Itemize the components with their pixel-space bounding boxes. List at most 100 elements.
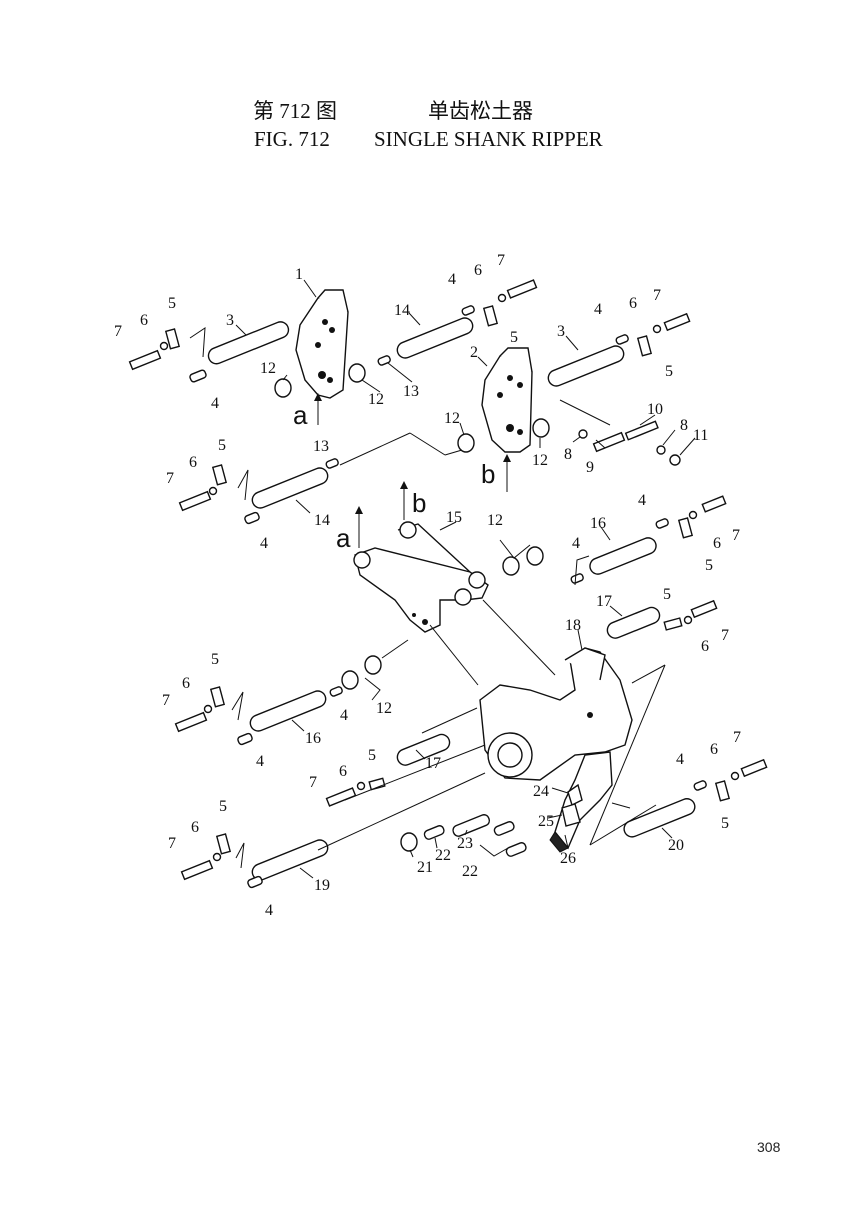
callout-15: 15 [446,509,462,526]
callout-7: 7 [166,470,174,487]
callout-5: 5 [219,798,227,815]
callout-6: 6 [710,741,718,758]
callout-12: 12 [260,360,276,377]
callout-6: 6 [191,819,199,836]
pin-17-left [396,733,451,766]
callout-7: 7 [653,287,661,304]
callout-5: 5 [705,557,713,574]
callout-11: 11 [693,427,708,444]
pin-3-left [207,321,290,365]
bracket-1 [295,289,349,399]
callout-numbers: 1 2 3 3 4 4 4 4 4 4 4 4 4 4 5 5 5 5 5 5 … [114,252,741,919]
callout-5: 5 [218,437,226,454]
callout-7: 7 [733,729,741,746]
callout-16: 16 [590,515,606,532]
figure-title-cn: 单齿松土器 [428,99,533,123]
callout-24: 24 [533,783,549,800]
callout-17: 17 [425,755,441,772]
callout-1: 1 [295,266,303,283]
small-hardware [128,279,768,889]
callout-5: 5 [510,329,518,346]
callout-8: 8 [680,417,688,434]
view-marker-b-top: b [481,459,495,489]
callout-22: 22 [435,847,451,864]
callout-5: 5 [663,586,671,603]
callout-6: 6 [701,638,709,655]
callout-4: 4 [676,751,684,768]
callout-5: 5 [665,363,673,380]
callout-4: 4 [572,535,580,552]
callout-4: 4 [265,902,273,919]
callout-5: 5 [721,815,729,832]
callout-7: 7 [497,252,505,269]
callout-18: 18 [565,617,581,634]
figure-number-cn: 第 712 图 [253,99,337,123]
figure-title-en: SINGLE SHANK RIPPER [374,127,603,151]
callout-4: 4 [340,707,348,724]
callout-6: 6 [182,675,190,692]
callout-3-right: 3 [557,323,565,340]
callout-17: 17 [596,593,612,610]
callout-4: 4 [256,753,264,770]
callout-14: 14 [394,302,410,319]
pin-14-top [396,317,474,359]
callout-6: 6 [474,262,482,279]
callout-25: 25 [538,813,554,830]
callout-12: 12 [368,391,384,408]
link-assembly-15 [353,521,489,633]
page-number: 308 [757,1139,781,1155]
callout-4: 4 [260,535,268,552]
callout-5: 5 [211,651,219,668]
callout-7: 7 [162,692,170,709]
pin-20 [623,798,696,838]
callout-8: 8 [564,446,572,463]
view-marker-a-top: a [293,400,308,430]
view-marker-b-lower: b [412,488,426,518]
callout-23: 23 [457,835,473,852]
callout-9: 9 [586,459,594,476]
callout-16: 16 [305,730,321,747]
callout-7: 7 [721,627,729,644]
callout-5: 5 [168,295,176,312]
callout-12: 12 [487,512,503,529]
bracket-2 [481,347,533,453]
callout-4: 4 [594,301,602,318]
pin-3-right [547,345,625,387]
ripper-frame-18 [479,647,633,781]
callout-6: 6 [629,295,637,312]
callout-26: 26 [560,850,576,867]
callout-leaders [235,279,696,879]
pin-14-left [251,467,329,509]
callout-2: 2 [470,344,478,361]
callout-7: 7 [732,527,740,544]
callout-22: 22 [462,863,478,880]
callout-12: 12 [444,410,460,427]
callout-19: 19 [314,877,330,894]
callout-4: 4 [638,492,646,509]
figure-number-en: FIG. 712 [254,127,330,151]
callout-14: 14 [314,512,330,529]
view-arrows [314,393,511,548]
callout-12: 12 [532,452,548,469]
callout-6: 6 [713,535,721,552]
callout-21: 21 [417,859,433,876]
callout-4: 4 [448,271,456,288]
callout-7: 7 [168,835,176,852]
callout-6: 6 [140,312,148,329]
callout-3-left: 3 [226,312,234,329]
pin-17-right [606,606,661,639]
callout-6: 6 [339,763,347,780]
pin-16-right [589,537,657,575]
pin-16-left [249,690,327,732]
assembly-lines [189,327,666,869]
callout-20: 20 [668,837,684,854]
callout-10: 10 [647,401,663,418]
callout-7: 7 [309,774,317,791]
callout-12: 12 [376,700,392,717]
callout-7: 7 [114,323,122,340]
callout-13: 13 [313,438,329,455]
callout-5: 5 [368,747,376,764]
view-marker-a-lower: a [336,523,351,553]
pin-19 [251,839,329,881]
